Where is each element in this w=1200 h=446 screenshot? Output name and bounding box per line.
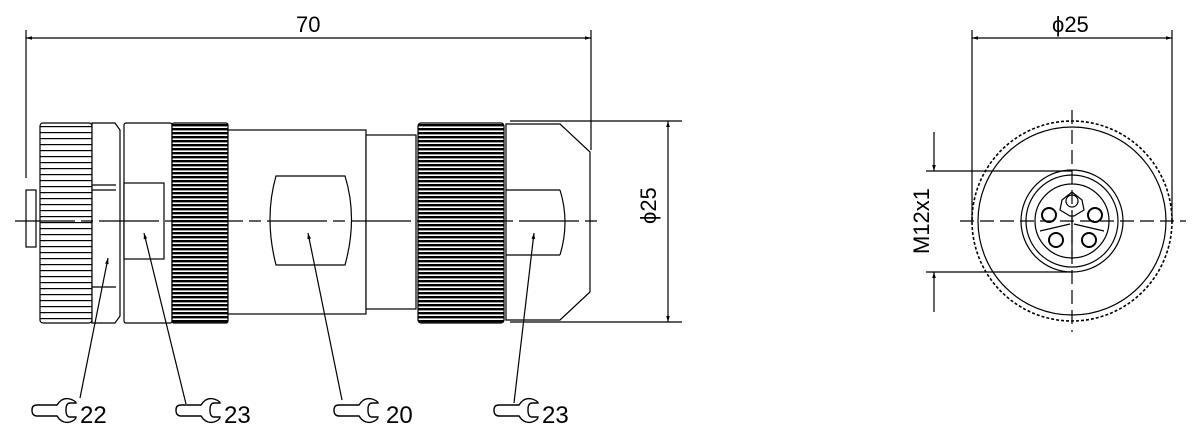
wrench-icon [493,397,539,424]
wrench-size-label: 22 [80,402,107,429]
diameter-dimension-side: ϕ25 [636,187,661,224]
front-view [926,30,1186,332]
side-view [15,30,682,405]
wrench-size-label: 23 [224,402,251,429]
diameter-dimension-front: ϕ25 [1052,12,1089,37]
wrench-size-label: 23 [542,402,569,429]
wrench-icons [31,397,539,424]
wrench-icon [333,397,379,424]
length-dimension: 70 [296,12,321,37]
wrench-icon [31,397,77,424]
wrench-size-label: 20 [386,402,413,429]
wrench-icon [175,397,221,424]
thread-dimension: M12x1 [909,187,934,254]
